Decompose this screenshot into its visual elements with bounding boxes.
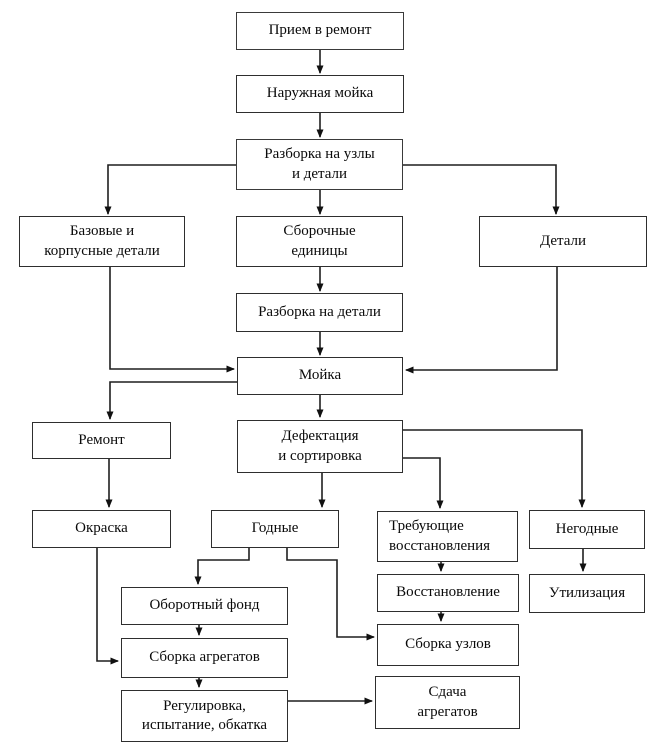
node-remont: Ремонт	[32, 422, 171, 459]
node-label: Разборка на детали	[258, 303, 381, 320]
node-vosstanovlenie: Восстановление	[377, 574, 519, 612]
node-negodnye: Негодные	[529, 510, 645, 549]
node-label: Базовые и корпусные детали	[44, 223, 160, 259]
node-moyka: Мойка	[237, 357, 403, 395]
node-label: Мойка	[298, 367, 342, 384]
node-godnye: Годные	[211, 510, 339, 548]
node-label: Сборка узлов	[405, 636, 491, 653]
node-sdacha-agregatov: Сдача агрегатов	[375, 676, 520, 729]
node-label: Оборотный фонд	[149, 597, 260, 614]
node-label: Разборка на узлы и детали	[264, 146, 375, 182]
node-label: Окраска	[75, 520, 128, 537]
edge-razb-uzly-detali	[403, 164, 560, 215]
node-label: Сборочные единицы	[283, 223, 356, 259]
node-label: Негодные	[555, 520, 619, 537]
edge-defekt-trebuy	[403, 457, 444, 509]
node-label: Восстановление	[396, 584, 500, 601]
node-label: Ремонт	[78, 431, 125, 448]
edge-bazovye-moyka	[109, 267, 235, 373]
node-label: Сборка агрегатов	[149, 649, 260, 666]
node-label: Годные	[251, 520, 299, 537]
node-label: Прием в ремонт	[268, 22, 372, 39]
node-detali: Детали	[479, 216, 647, 267]
node-sborka-agregatov: Сборка агрегатов	[121, 638, 288, 678]
edge-razb-uzly-bazovye	[104, 164, 236, 215]
node-bazovye-detali: Базовые и корпусные детали	[19, 216, 185, 267]
node-oborotnyj-fond: Оборотный фонд	[121, 587, 288, 625]
node-label: Утилизация	[548, 584, 626, 601]
node-label: Наружная мойка	[266, 85, 374, 102]
edge-defekt-negodn	[403, 429, 586, 508]
edge-okraska-sb-agr	[96, 548, 119, 665]
node-label: Требующие восстановления	[389, 518, 491, 554]
node-priem-v-remont: Прием в ремонт	[236, 12, 404, 50]
node-trebuyushchie-vosstanovleniya: Требующие восстановления	[377, 511, 518, 562]
node-okraska: Окраска	[32, 510, 171, 548]
node-utilizaciya: Утилизация	[529, 574, 645, 613]
node-razborka-na-uzly: Разборка на узлы и детали	[236, 139, 403, 190]
node-label: Детали	[539, 232, 587, 249]
node-sborochnye-edinicy: Сборочные единицы	[236, 216, 403, 267]
node-razborka-na-detali: Разборка на детали	[236, 293, 403, 332]
node-sborka-uzlov: Сборка узлов	[377, 624, 519, 666]
edge-godnye-oborot	[194, 548, 250, 585]
node-defektaciya-sortirovka: Дефектация и сортировка	[237, 420, 403, 473]
node-naruzhnaya-moyka: Наружная мойка	[236, 75, 404, 113]
node-label: Регулировка, испытание, обкатка	[141, 697, 268, 733]
node-regulirovka-ispytanie-obkatka: Регулировка, испытание, обкатка	[121, 690, 288, 742]
edge-detali-moyka	[405, 267, 558, 374]
edge-moyka-remont	[106, 381, 237, 420]
node-label: Дефектация и сортировка	[278, 428, 362, 464]
edge-godnye-sb-uzl	[286, 548, 375, 641]
node-label: Сдача агрегатов	[417, 684, 478, 720]
